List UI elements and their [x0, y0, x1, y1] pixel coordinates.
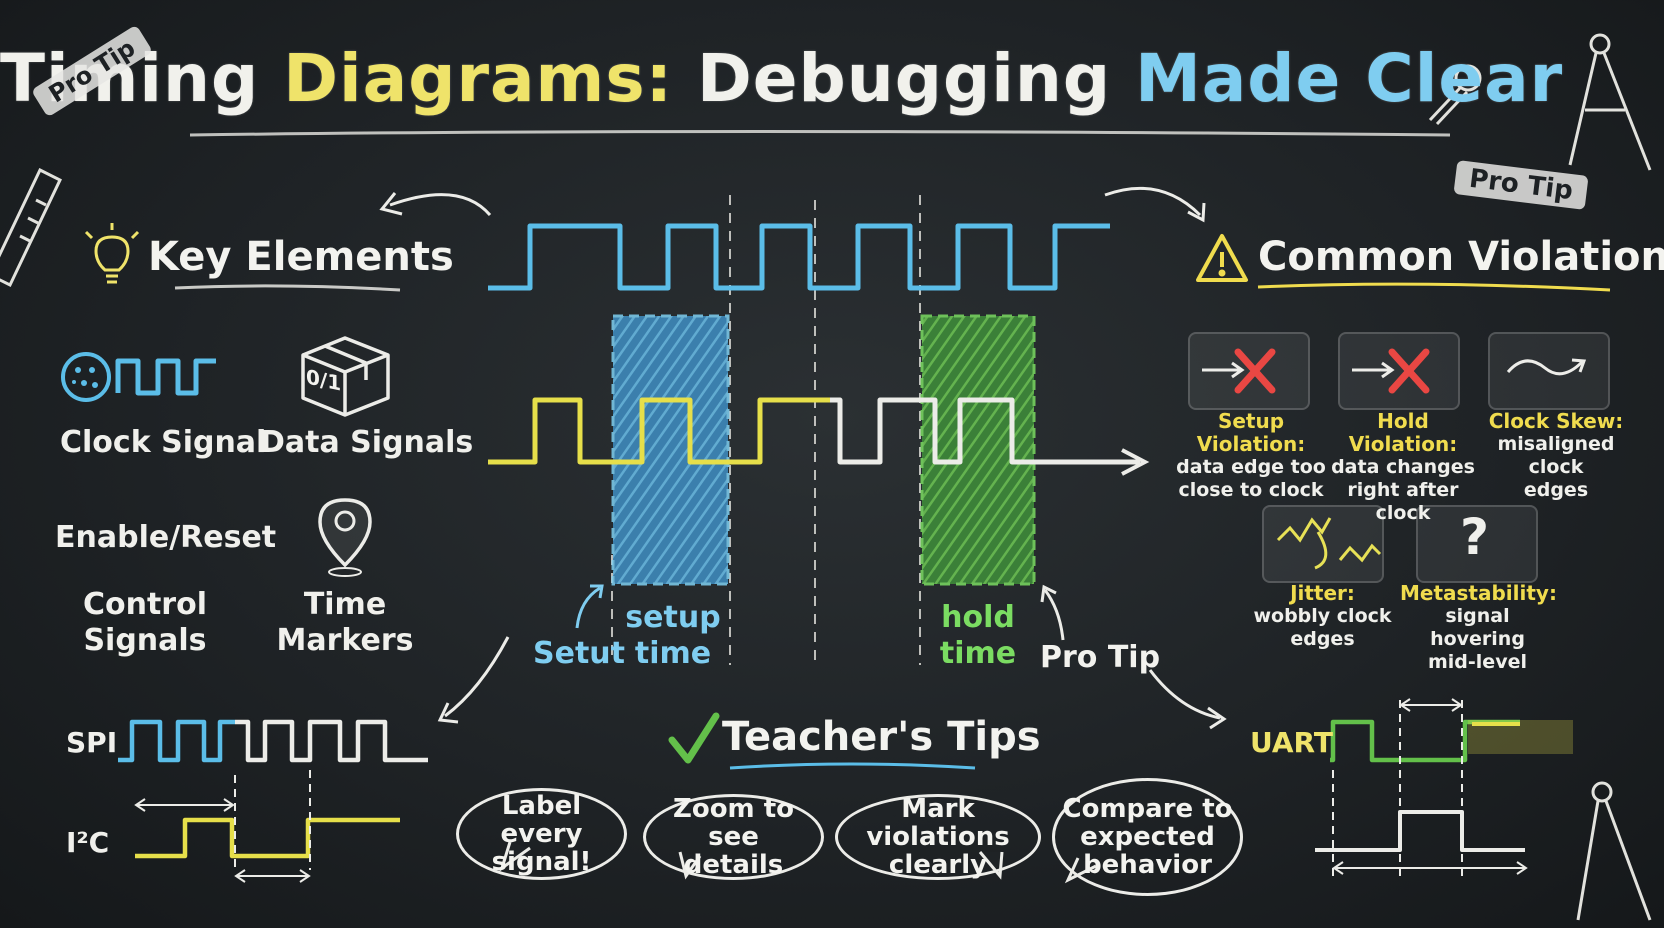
- violation-hold: Hold Violation: data changes right after…: [1331, 409, 1475, 525]
- i2c-wave: [135, 817, 400, 859]
- main-clock-wave: [488, 223, 1110, 291]
- clock-signal-label: Clock Signal: [60, 425, 267, 460]
- control-signals-label: Control Signals: [82, 587, 207, 658]
- setup-label: Setut: [533, 636, 625, 671]
- hold-time-label: hold time: [939, 600, 1017, 671]
- spi-label: SPI: [66, 726, 118, 759]
- spi-wave: [118, 719, 235, 763]
- key-elements-heading: Key Elements: [148, 234, 454, 280]
- compass-icon: [1568, 33, 1652, 171]
- question-icon: ?: [1460, 508, 1490, 566]
- metastability-card: [1416, 505, 1538, 583]
- time-markers-label: Time Markers: [276, 587, 414, 658]
- page-title: Timing Diagrams: Debugging Made Clear: [0, 40, 1564, 117]
- data-signals-label: Data Signals: [260, 425, 474, 460]
- compass-bottom-icon: [1576, 781, 1652, 921]
- violation-jitter: Jitter: wobbly clock edges: [1253, 581, 1392, 651]
- setup-violation-icon: [1202, 348, 1276, 394]
- clock-signal-icon: [61, 352, 216, 402]
- teachers-tips-heading: Teacher's Tips: [722, 714, 1041, 760]
- setup-time-label: setup time: [625, 600, 721, 671]
- arrow-to-key-elements: [389, 193, 492, 216]
- jitter-card: [1262, 505, 1384, 583]
- uart-wave: [1330, 719, 1520, 763]
- data-cube-icon: [301, 336, 390, 417]
- i2c-label: I²C: [66, 826, 110, 859]
- enable-reset-label: Enable/Reset: [55, 520, 277, 555]
- uart-label: UART: [1250, 726, 1333, 759]
- violation-setup: Setup Violation: data edge too close to …: [1176, 409, 1326, 502]
- pro-tip-label-center: Pro Tip: [1040, 640, 1161, 675]
- common-violations-heading: Common Violations: [1258, 234, 1664, 280]
- hold-violation-icon: [1352, 348, 1430, 394]
- check-icon: [668, 712, 720, 764]
- violation-clock-skew: Clock Skew: misaligned clock edges: [1488, 409, 1624, 502]
- ruler-icon: [0, 167, 62, 288]
- warning-icon: [1196, 234, 1248, 282]
- setup-time-region: [611, 314, 730, 586]
- clock-skew-icon: [1506, 358, 1587, 376]
- clock-skew-card: [1488, 332, 1610, 410]
- title-underline: [189, 130, 1451, 137]
- lightbulb-icon: [84, 223, 140, 284]
- violation-metastability: Metastability: signal hovering mid-level: [1400, 581, 1557, 674]
- map-pin-icon: [318, 498, 372, 577]
- hold-time-region: [920, 314, 1036, 586]
- timing-guides: [611, 195, 921, 665]
- wrench-icon: [1428, 64, 1482, 126]
- data-wave: [488, 397, 830, 465]
- setup-violation-card: [1188, 332, 1310, 410]
- jitter-icon: [1276, 517, 1382, 570]
- hold-violation-card: [1338, 332, 1460, 410]
- arrow-to-violations: [1104, 186, 1202, 217]
